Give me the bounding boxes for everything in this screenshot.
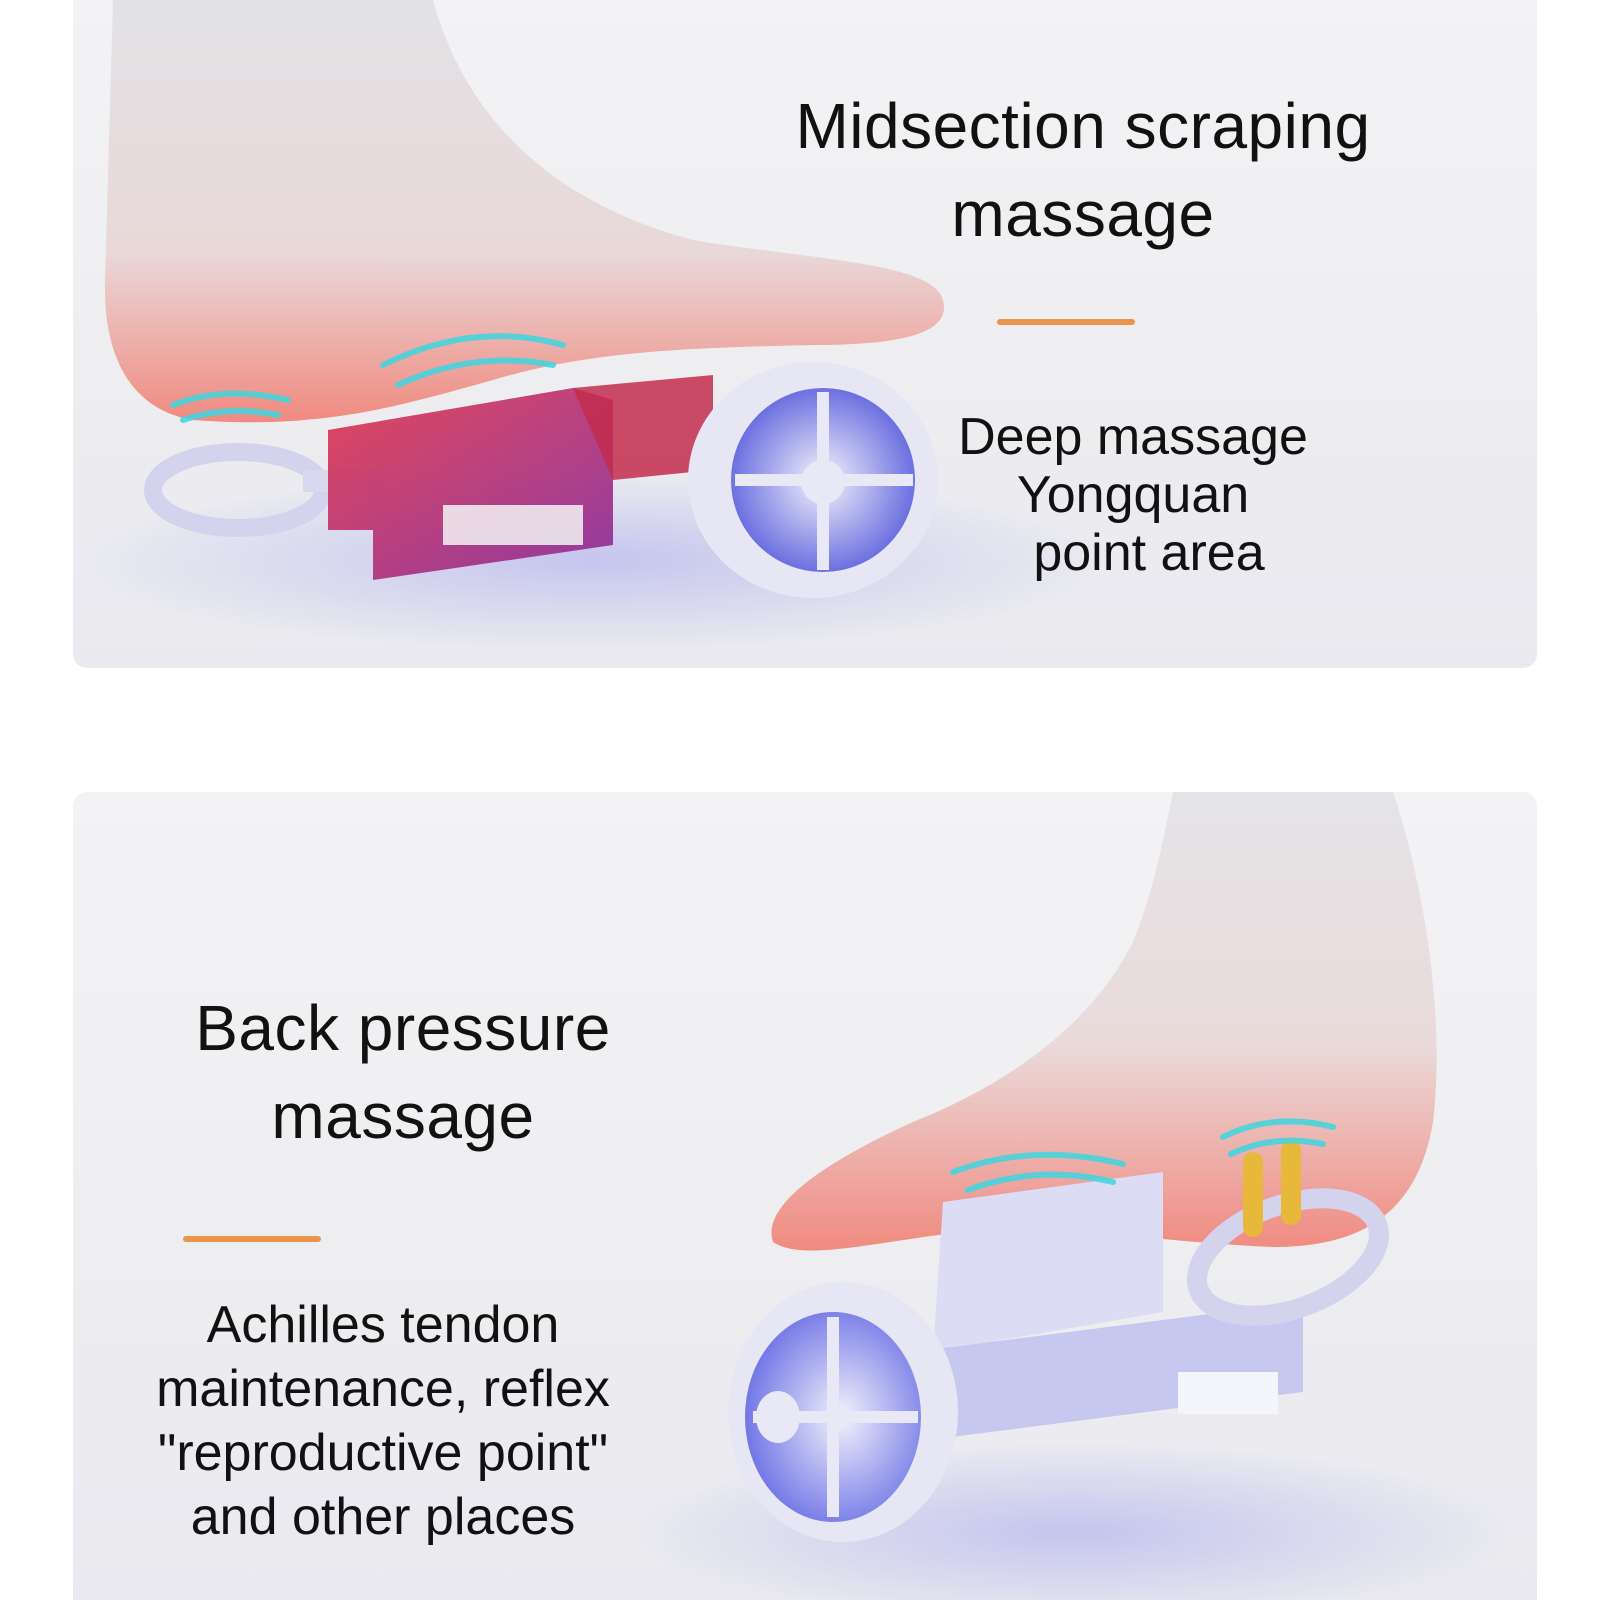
foot-scraping-illustration: [73, 0, 1113, 650]
top-desc-line1: Deep massage: [958, 408, 1308, 466]
top-title-line2: massage: [951, 178, 1215, 250]
bottom-title-line1: Back pressure: [195, 992, 611, 1064]
bottom-feature-panel: Back pressure massage Achilles tendon ma…: [73, 792, 1537, 1600]
top-desc-line2: Yongquan: [1016, 466, 1250, 524]
bottom-title-line2: massage: [271, 1080, 535, 1152]
bottom-desc-line3: "reproductive point": [157, 1424, 609, 1482]
top-feature-panel: Midsection scraping massage Deep massage…: [73, 0, 1537, 668]
top-accent-divider: [997, 319, 1135, 325]
bottom-accent-divider: [183, 1236, 321, 1242]
top-title-line1: Midsection scraping: [795, 90, 1371, 162]
bottom-desc-line4: and other places: [190, 1488, 576, 1546]
foot-back-pressure-illustration: [633, 792, 1513, 1600]
bottom-desc-line1: Achilles tendon: [206, 1296, 560, 1354]
top-desc-line3: point area: [1033, 524, 1265, 582]
bottom-desc-line2: maintenance, reflex: [156, 1360, 610, 1418]
